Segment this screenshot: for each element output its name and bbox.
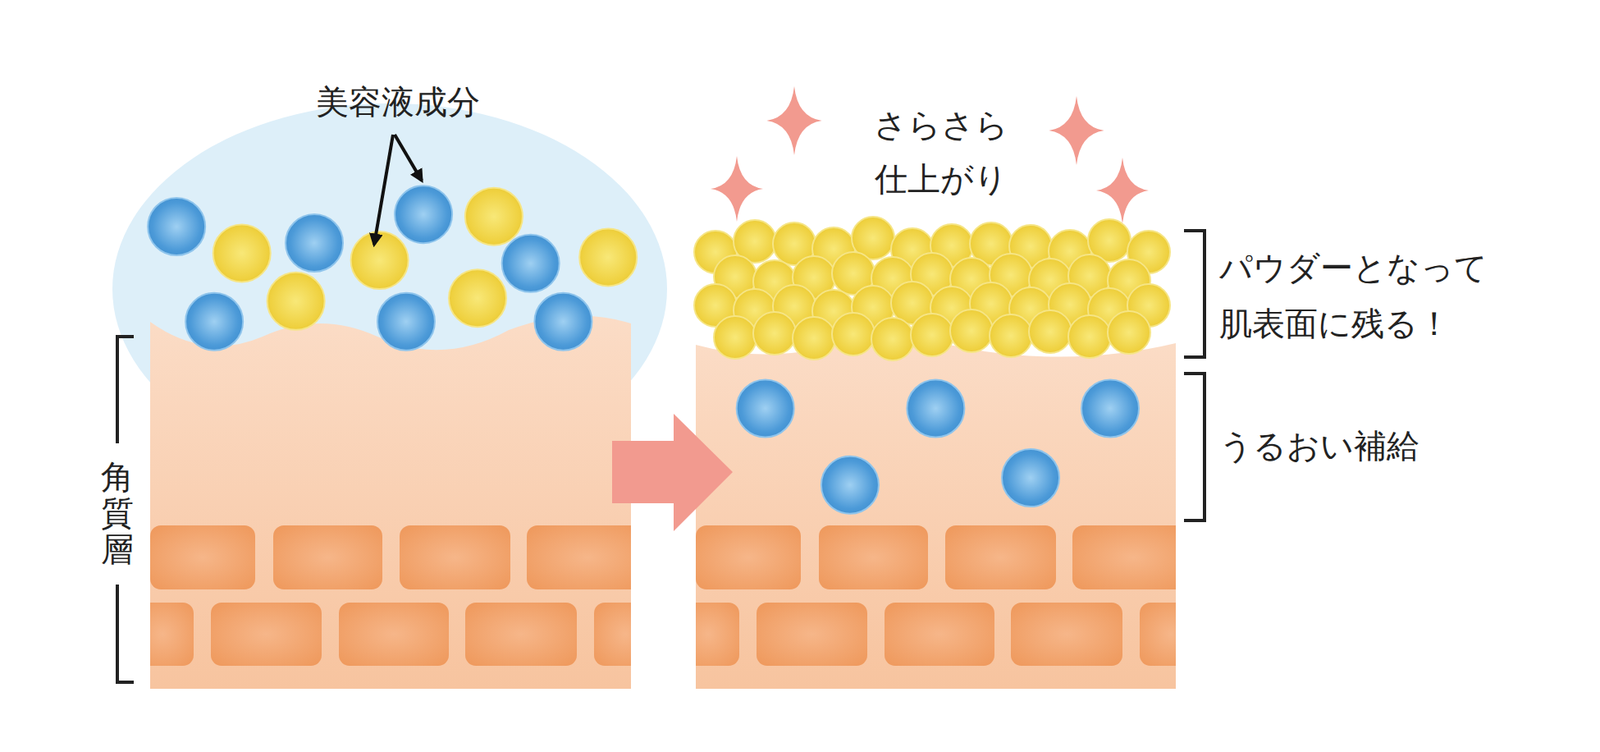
result-label: さらさら 仕上がり xyxy=(865,97,1017,206)
particle xyxy=(534,292,592,351)
particle xyxy=(871,317,915,361)
particle xyxy=(377,292,435,351)
callout-label: 美容液成分 xyxy=(315,82,480,122)
particle xyxy=(394,185,453,243)
cell xyxy=(526,525,631,590)
particle xyxy=(906,379,965,437)
pointer-arrow xyxy=(394,134,422,181)
pointer-arrow xyxy=(374,134,394,245)
particle xyxy=(1068,315,1111,358)
particle xyxy=(736,379,795,437)
sparkle xyxy=(1048,96,1104,165)
bracket xyxy=(117,584,134,682)
cell xyxy=(1072,525,1176,590)
particle xyxy=(989,314,1033,357)
sparkles xyxy=(710,86,1149,224)
particle xyxy=(1001,448,1060,507)
cell xyxy=(818,525,928,590)
particle xyxy=(832,312,875,356)
particle xyxy=(502,234,560,293)
particle xyxy=(285,214,343,272)
particle xyxy=(821,456,879,514)
layer-label: 角質層 xyxy=(100,458,134,567)
bracket-label: うるおい補給 xyxy=(1219,417,1420,474)
cell xyxy=(210,602,322,666)
cell xyxy=(150,602,194,666)
cell xyxy=(273,525,383,590)
particle xyxy=(213,224,271,282)
cell xyxy=(695,525,801,590)
sparkle xyxy=(710,155,764,222)
particle xyxy=(950,309,993,352)
cells-left xyxy=(150,525,631,666)
bracket xyxy=(1184,230,1205,357)
particle xyxy=(448,269,507,327)
particle xyxy=(713,315,757,359)
cell xyxy=(399,525,511,590)
cell xyxy=(945,525,1056,590)
cell xyxy=(594,602,631,666)
cell xyxy=(465,602,577,666)
particle xyxy=(147,197,206,256)
particle xyxy=(185,292,243,351)
cell xyxy=(1010,602,1123,666)
particle xyxy=(792,316,836,360)
brackets xyxy=(117,230,1205,682)
sparkle xyxy=(1096,157,1149,224)
particle xyxy=(351,231,409,289)
particle xyxy=(1081,379,1139,437)
bracket xyxy=(1184,373,1205,521)
particle xyxy=(267,272,325,330)
bracket xyxy=(117,336,134,444)
particle xyxy=(465,187,523,246)
particle xyxy=(910,313,954,357)
bracket-label: パウダーとなって 肌表面に残る！ xyxy=(1219,239,1502,352)
particle xyxy=(1107,310,1151,354)
sparkle xyxy=(766,86,822,156)
cell xyxy=(756,602,868,666)
pointer-arrows xyxy=(374,134,422,245)
skin-right xyxy=(695,341,1176,689)
cells-right xyxy=(695,525,1176,666)
cell xyxy=(338,602,449,666)
cell xyxy=(695,602,740,666)
cell xyxy=(884,602,995,666)
particle xyxy=(1028,310,1072,353)
particle xyxy=(579,228,637,286)
particle xyxy=(753,311,796,355)
cell xyxy=(150,525,256,590)
cell xyxy=(1139,602,1176,666)
transition-arrow xyxy=(612,413,733,531)
skin-left xyxy=(150,315,631,689)
